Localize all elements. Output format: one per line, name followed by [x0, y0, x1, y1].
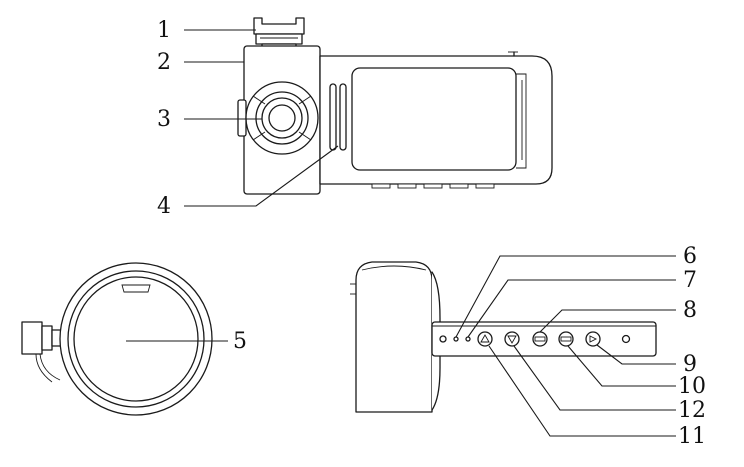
- front-view: [237, 17, 553, 195]
- callout-3: 3: [157, 107, 171, 132]
- callout-1: 1: [157, 18, 171, 43]
- callout-12: 12: [678, 398, 706, 423]
- button-menu[interactable]: [532, 331, 548, 347]
- leader-lines: [126, 29, 676, 437]
- callout-5: 5: [233, 329, 247, 354]
- callout-labels: 1 2 3 4 5 6 7 8 9 10 12 11: [157, 18, 706, 449]
- indicator-led-6: [453, 336, 459, 342]
- button-down[interactable]: [504, 331, 520, 347]
- display-screen: [351, 67, 517, 171]
- mount-clip: [253, 17, 305, 51]
- callout-8: 8: [683, 298, 697, 323]
- bottom-nubs: [371, 183, 495, 189]
- button-mode[interactable]: [558, 331, 574, 347]
- callout-2: 2: [157, 50, 171, 75]
- power-button[interactable]: [621, 334, 631, 344]
- callout-4: 4: [157, 194, 171, 219]
- button-up[interactable]: [477, 331, 493, 347]
- lens-glass: [73, 276, 199, 402]
- side-view: [350, 261, 657, 413]
- callout-9: 9: [683, 352, 697, 377]
- callout-6: 6: [683, 244, 697, 269]
- side-bracket: [21, 321, 65, 383]
- callout-11: 11: [678, 424, 706, 449]
- camera-lens: [245, 81, 319, 155]
- button-ok[interactable]: [585, 331, 601, 347]
- indicator-led-7: [465, 336, 471, 342]
- callout-10: 10: [678, 374, 706, 399]
- screen-unit: [319, 51, 553, 189]
- callout-7: 7: [683, 268, 697, 293]
- lens-view: [21, 262, 213, 416]
- status-led-1: [439, 335, 447, 343]
